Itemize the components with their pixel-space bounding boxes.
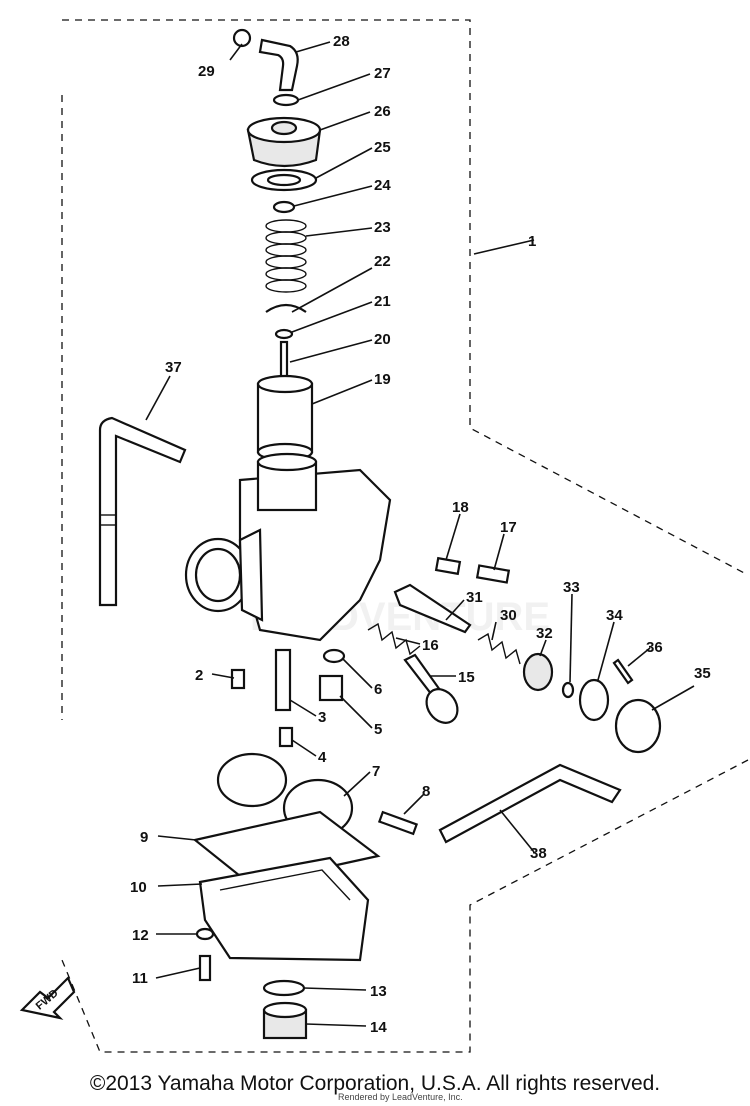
part-2-screw — [230, 668, 246, 690]
callout-8: 8 — [422, 783, 430, 800]
part-31-starter-plunger — [393, 583, 472, 634]
part-16-spring — [367, 622, 421, 656]
part-15-screw-head — [425, 688, 459, 724]
part-12-washer — [195, 927, 215, 941]
part-36-pin — [612, 658, 634, 685]
part-25-gasket-hole — [266, 173, 302, 187]
callout-28: 28 — [333, 33, 350, 50]
callout-38: 38 — [530, 845, 547, 862]
fwd-arrow-icon: FWD — [19, 976, 76, 1020]
callout-19: 19 — [374, 371, 391, 388]
part-37-overflow-hose — [98, 416, 187, 607]
part-6-washer — [322, 648, 346, 664]
part-8-float-pin — [377, 810, 419, 836]
part-26-cap-hole — [270, 120, 298, 136]
callout-18: 18 — [452, 499, 469, 516]
callout-14: 14 — [370, 1019, 387, 1036]
callout-34: 34 — [606, 607, 623, 624]
callout-1: 1 — [528, 233, 536, 250]
callout-11: 11 — [132, 970, 148, 987]
callout-35: 35 — [694, 665, 711, 682]
part-30-spring — [477, 632, 521, 665]
callout-36: 36 — [646, 639, 663, 656]
carburetor-body — [184, 452, 392, 642]
callout-16: 16 — [422, 637, 439, 654]
callout-23: 23 — [374, 219, 391, 236]
part-28-elbow-fitting — [258, 38, 299, 92]
callout-2: 2 — [195, 667, 203, 684]
part-17-screw — [475, 564, 511, 584]
callout-17: 17 — [500, 519, 517, 536]
part-29-nut — [232, 28, 252, 48]
callout-24: 24 — [374, 177, 391, 194]
part-21-clip — [274, 328, 294, 340]
callout-3: 3 — [318, 709, 326, 726]
part-35-knob — [614, 698, 662, 754]
part-3-needle-jet — [274, 648, 292, 712]
callout-31: 31 — [466, 589, 483, 606]
callout-25: 25 — [374, 139, 391, 156]
part-24-clip — [272, 200, 296, 214]
callout-29: 29 — [198, 63, 215, 80]
callout-26: 26 — [374, 103, 391, 120]
callout-9: 9 — [140, 829, 148, 846]
part-38-drain-hose — [438, 763, 622, 844]
copyright-notice: ©2013 Yamaha Motor Corporation, U.S.A. A… — [89, 1072, 661, 1095]
part-23-spring — [265, 219, 307, 293]
part-18-screw — [434, 556, 462, 576]
callout-7: 7 — [372, 763, 380, 780]
callout-15: 15 — [458, 669, 475, 686]
callout-37: 37 — [165, 359, 182, 376]
callout-32: 32 — [536, 625, 553, 642]
callout-22: 22 — [374, 253, 391, 270]
rendered-by-notice: Rendered by LeadVenture, Inc. — [338, 1092, 463, 1102]
callout-10: 10 — [130, 879, 147, 896]
callout-33: 33 — [563, 579, 580, 596]
part-4-pilot-jet — [278, 726, 294, 748]
part-27-washer — [272, 93, 300, 107]
callout-12: 12 — [132, 927, 149, 944]
part-5-main-jet — [318, 674, 344, 702]
callout-20: 20 — [374, 331, 391, 348]
part-14-drain-plug — [262, 1001, 308, 1040]
part-33-clip — [561, 681, 575, 699]
part-34-cap — [578, 678, 610, 722]
callout-30: 30 — [500, 607, 517, 624]
callout-13: 13 — [370, 983, 387, 1000]
callout-21: 21 — [374, 293, 391, 310]
part-11-screw — [198, 954, 212, 982]
part-13-o-ring — [262, 979, 306, 997]
part-10-float-bowl — [198, 856, 370, 962]
part-19-throttle-valve — [256, 374, 314, 462]
callout-5: 5 — [374, 721, 382, 738]
leader-lines — [145, 41, 695, 1027]
callout-4: 4 — [318, 749, 327, 766]
callout-27: 27 — [374, 65, 391, 82]
assembly-boundary — [61, 19, 749, 1053]
part-32-nut — [522, 652, 554, 692]
callout-6: 6 — [374, 681, 382, 698]
